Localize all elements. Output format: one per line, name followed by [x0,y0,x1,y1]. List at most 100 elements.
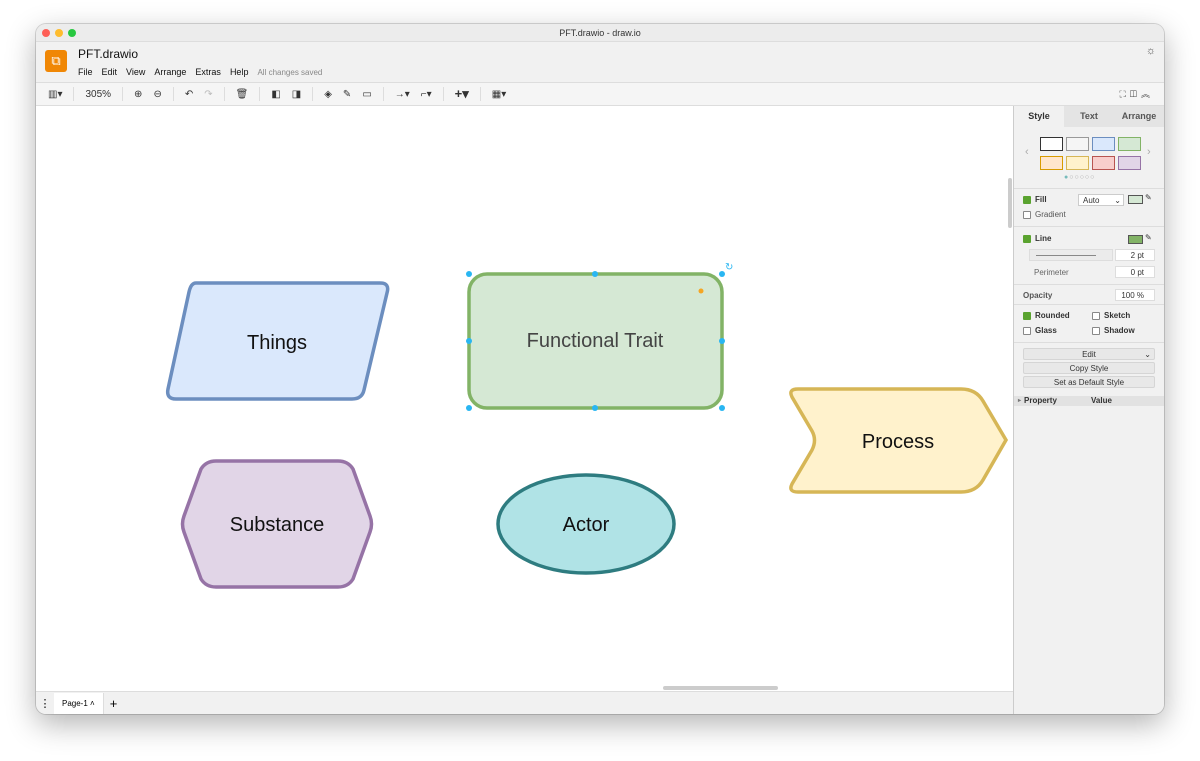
line-picker-icon[interactable]: ✎ [1145,233,1152,242]
style-swatch[interactable] [1066,137,1089,151]
line-label: Line [1035,234,1052,243]
line-width-input[interactable]: 2 pt [1115,249,1155,261]
theme-icon[interactable]: ☼ [1145,45,1156,57]
property-table-header[interactable]: ▸ Property Value [1014,396,1164,406]
shape-actor[interactable]: Actor [496,473,676,575]
menu-view[interactable]: View [126,67,146,77]
style-swatch[interactable] [1118,137,1141,151]
shape-things[interactable]: Things [165,281,390,401]
diagram-canvas[interactable]: Things Functional Trait ↻ Process Substa… [36,106,1013,691]
gradient-checkbox[interactable] [1023,210,1031,219]
waypoints-icon[interactable]: ⌐▾ [420,88,432,100]
menu-arrange[interactable]: Arrange [154,67,187,77]
fill-mode-select[interactable]: Auto ⌄ [1078,194,1124,206]
prev-styles-icon[interactable]: ‹ [1025,146,1029,158]
edit-label: Edit [1082,350,1096,359]
style-swatch[interactable] [1092,137,1115,151]
tab-text[interactable]: Text [1064,106,1114,127]
format-panel-icon[interactable]: ▥▾ [48,88,63,100]
zoom-out-icon[interactable]: ⊖ [153,88,162,100]
redo-icon[interactable]: ↷ [204,88,213,100]
window-title: PFT.drawio - draw.io [559,28,641,38]
fill-picker-icon[interactable]: ✎ [1145,193,1152,202]
gradient-label: Gradient [1035,210,1066,219]
close-button[interactable] [42,29,50,37]
horizontal-scrollbar[interactable] [663,686,778,690]
opacity-label: Opacity [1023,291,1053,300]
add-page-icon[interactable]: + [109,695,118,711]
insert-icon[interactable]: +▾ [454,86,469,101]
tab-arrange[interactable]: Arrange [1114,106,1164,127]
value-header: Value [1091,396,1112,405]
next-styles-icon[interactable]: › [1147,146,1151,158]
tab-style[interactable]: Style [1014,106,1064,127]
fill-color-icon[interactable]: ◈ [324,88,332,100]
line-pattern-select[interactable] [1029,249,1113,261]
fill-checkbox[interactable] [1023,195,1031,204]
line-color-swatch[interactable] [1128,235,1143,244]
actor-label: Actor [563,514,610,536]
edit-style-button[interactable]: Edit⌄ [1023,348,1155,360]
sketch-checkbox[interactable] [1092,311,1100,320]
file-name[interactable]: PFT.drawio [78,47,139,61]
set-default-style-button[interactable]: Set as Default Style [1023,376,1155,388]
toggle-panel-icon[interactable]: ◫ [1129,89,1141,99]
fill-mode-value: Auto [1083,196,1100,205]
table-icon[interactable]: ▦▾ [491,88,507,100]
shadow-checkbox[interactable] [1092,326,1100,335]
perimeter-input[interactable]: 0 pt [1115,266,1155,278]
style-swatch[interactable] [1118,156,1141,170]
opacity-input[interactable]: 100 % [1115,289,1155,301]
undo-icon[interactable]: ↶ [184,88,194,100]
drawio-logo-icon: ⧉ [45,50,67,72]
window-controls: ⛶◫︽ [1119,87,1154,100]
menu-extras[interactable]: Extras [195,67,221,77]
selection-handles[interactable]: ↻ [466,262,733,411]
line-color-icon[interactable]: ✎ [342,88,352,100]
zoom-in-icon[interactable]: ⊕ [134,88,143,100]
style-swatch[interactable] [1066,156,1089,170]
pages-menu-icon[interactable]: ⋮ [39,697,51,710]
shape-functional-trait[interactable]: Functional Trait [467,272,724,410]
fill-color-swatch[interactable] [1128,195,1143,204]
menu-bar: File Edit View Arrange Extras Help All c… [78,67,322,77]
collapse-icon[interactable]: ︽ [1140,89,1154,99]
delete-icon[interactable]: 🗑 [235,88,249,100]
shape-process[interactable]: Process [789,387,1009,494]
style-swatch[interactable] [1040,137,1063,151]
to-front-icon[interactable]: ◧ [271,88,281,100]
glass-label: Glass [1035,326,1057,335]
process-label: Process [862,431,934,453]
page-tab[interactable]: Page-1 ˄ [54,692,104,714]
shape-substance[interactable]: Substance [180,459,374,589]
connection-icon[interactable]: →▾ [394,88,410,100]
rounded-checkbox[interactable] [1023,311,1031,320]
menu-file[interactable]: File [78,67,93,77]
minimize-button[interactable] [55,29,63,37]
shadow-icon[interactable]: ▭ [362,88,372,100]
format-panel: Style Text Arrange ‹ › ●○○○○○ Fill Auto … [1013,106,1164,714]
app-window: PFT.drawio - draw.io ⧉ PFT.drawio File E… [36,24,1164,714]
toolbar: ▥▾ 305% ⊕ ⊖ ↶ ↷ 🗑 ◧ ◨ ◈ ✎ ▭ →▾ ⌐▾ +▾ ▦▾ [36,82,1164,106]
menu-help[interactable]: Help [229,67,249,77]
style-swatch[interactable] [1040,156,1063,170]
save-status: All changes saved [257,68,323,77]
maximize-button[interactable] [68,29,76,37]
to-back-icon[interactable]: ◨ [291,88,302,100]
perimeter-label: Perimeter [1034,268,1069,277]
zoom-select[interactable]: 305% [85,88,112,100]
style-swatch[interactable] [1092,156,1115,170]
functional-trait-label: Functional Trait [527,330,664,352]
vertical-scrollbar[interactable] [1008,178,1012,228]
copy-style-button[interactable]: Copy Style [1023,362,1155,374]
sketch-label: Sketch [1104,311,1131,320]
fullscreen-icon[interactable]: ⛶ [1119,89,1130,99]
rotate-handle-icon[interactable]: ↻ [725,262,733,273]
page-tab-label: Page-1 [62,698,88,708]
things-label: Things [247,332,307,354]
line-checkbox[interactable] [1023,234,1031,243]
substance-label: Substance [230,514,325,536]
glass-checkbox[interactable] [1023,326,1031,335]
style-page-dots[interactable]: ●○○○○○ [1064,174,1096,181]
menu-edit[interactable]: Edit [101,67,118,77]
